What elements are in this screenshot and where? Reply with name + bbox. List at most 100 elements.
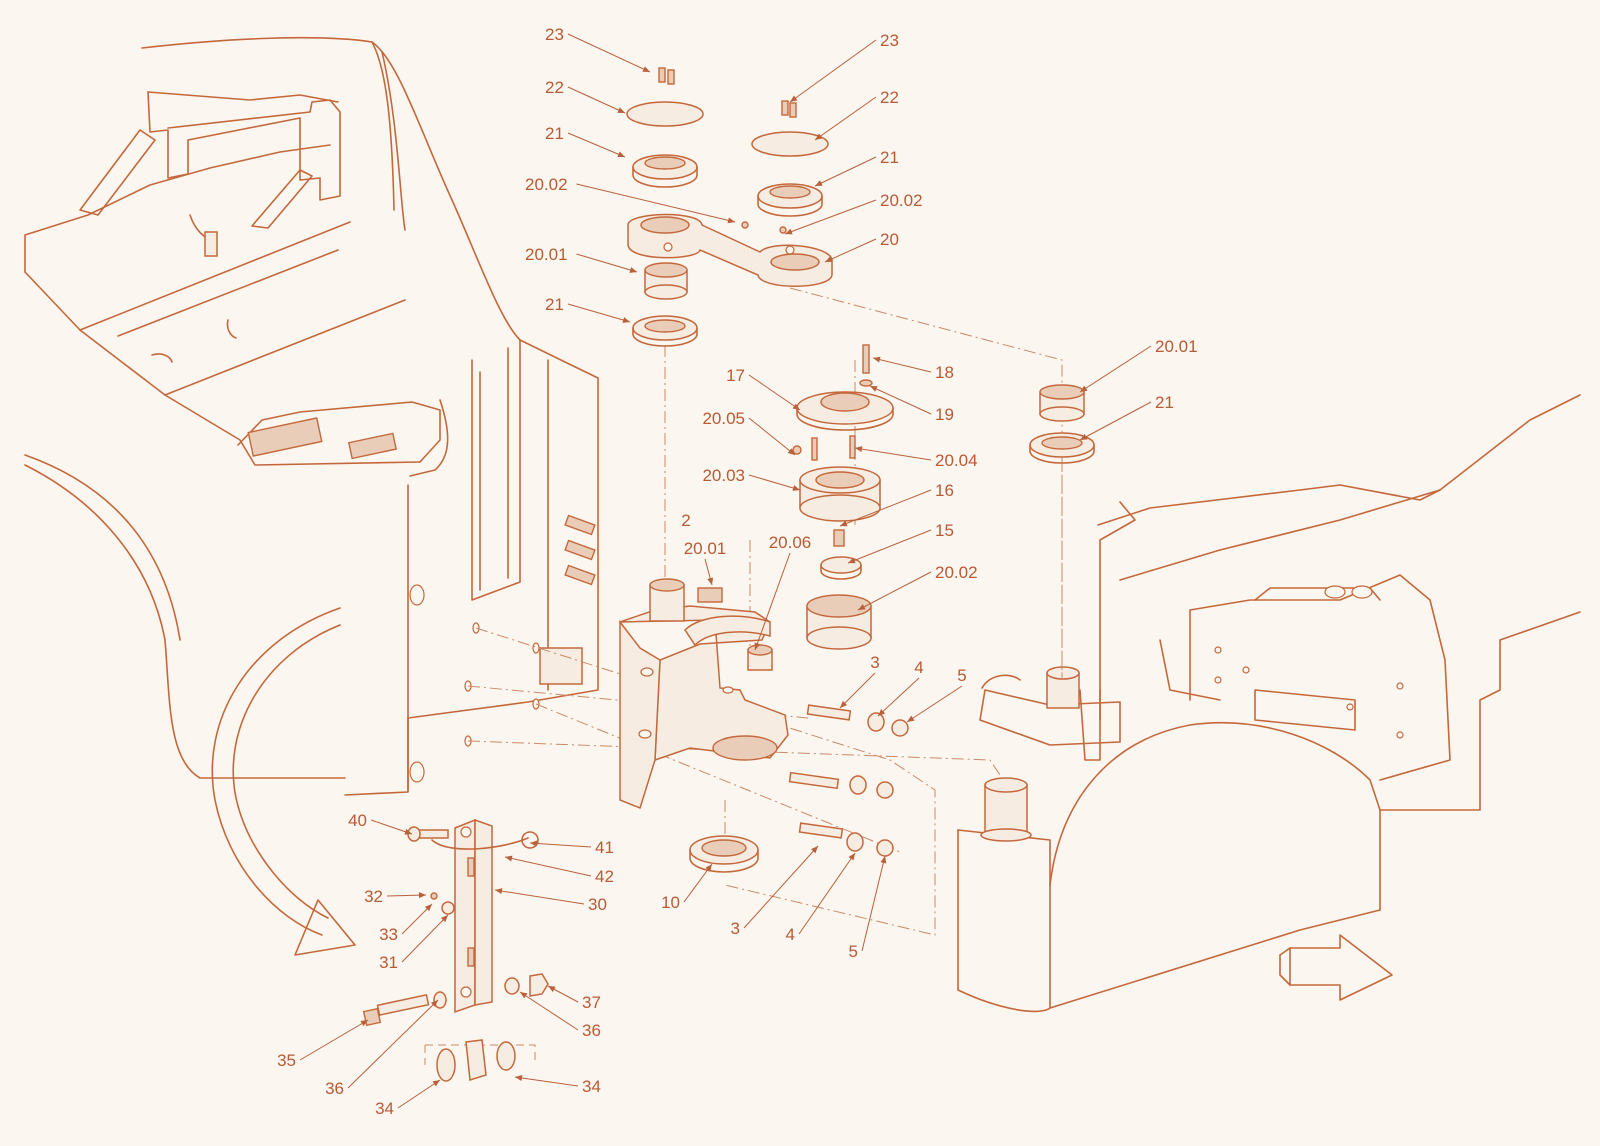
callout-arrowhead — [520, 992, 528, 999]
callout-leader — [529, 842, 592, 848]
callout-leader — [839, 489, 932, 527]
callout-arrowhead — [907, 715, 915, 722]
callout-arrowhead — [505, 855, 513, 862]
callout-label: 20.01 — [1155, 337, 1198, 356]
callout-leader — [906, 685, 963, 723]
callout-arrowhead — [785, 228, 793, 235]
callout-arrowhead — [825, 256, 833, 262]
center-bracket — [619, 578, 789, 809]
callout-leader — [798, 852, 856, 935]
pins-and-washers — [689, 704, 909, 873]
callout-label: 22 — [880, 88, 899, 107]
callout-arrowhead — [840, 520, 848, 527]
callout-arrowhead — [880, 856, 887, 864]
callout-arrowhead — [792, 485, 800, 491]
callout-label: 4 — [786, 925, 795, 944]
callout-leader — [784, 199, 877, 235]
callout-arrowhead — [642, 66, 650, 72]
callout-arrowhead — [878, 709, 886, 716]
callout-leader — [576, 253, 638, 273]
callout-label: 42 — [595, 867, 614, 886]
callout-arrowhead — [840, 700, 848, 708]
callout-label: 15 — [935, 521, 954, 540]
callout-label: 20 — [880, 230, 899, 249]
callout-label: 34 — [375, 1099, 394, 1118]
callout-leader — [519, 991, 579, 1031]
right-pivot-parts — [1029, 384, 1095, 464]
callout-arrowhead — [855, 446, 863, 453]
callout-arrowhead — [848, 853, 855, 861]
callout-arrowhead — [404, 828, 412, 835]
callout-leader — [754, 552, 791, 651]
callout-label: 21 — [545, 124, 564, 143]
callout-arrowhead — [792, 403, 800, 410]
callout-label: 35 — [277, 1051, 296, 1070]
callout-leader — [567, 132, 626, 158]
callout-label: 20.06 — [769, 533, 812, 552]
callout-leader — [370, 819, 413, 835]
callout-leader — [748, 374, 801, 411]
swing-arm-assembly — [626, 67, 833, 347]
callout-leader — [857, 571, 932, 611]
callout-label: 37 — [582, 993, 601, 1012]
callout-leader — [567, 303, 631, 323]
callout-arrowhead — [790, 95, 798, 102]
callout-arrowhead — [705, 864, 712, 872]
right-frame — [957, 394, 1581, 1013]
callout-label: 31 — [379, 953, 398, 972]
left-frame — [24, 36, 599, 956]
callout-arrowhead — [873, 356, 881, 363]
callout-label: 36 — [582, 1021, 601, 1040]
callout-label: 22 — [545, 78, 564, 97]
callout-label: 20.03 — [702, 466, 745, 485]
callout-label: 20.04 — [935, 451, 978, 470]
callout-leader — [824, 238, 877, 263]
callout-arrowhead — [440, 915, 448, 923]
callout-label: 16 — [935, 481, 954, 500]
callout-arrowhead — [424, 904, 432, 912]
callout-arrowhead — [858, 604, 866, 610]
callout-arrowhead — [815, 133, 823, 140]
callout-arrowhead — [530, 840, 538, 847]
callout-leader — [743, 845, 819, 929]
callout-arrowhead — [430, 1000, 438, 1008]
callout-arrowhead — [707, 577, 714, 585]
callout-leader — [397, 1079, 441, 1109]
callout-label: 10 — [661, 893, 680, 912]
callout-leader — [567, 86, 626, 114]
callout-label: 34 — [582, 1077, 601, 1096]
callout-leader — [861, 855, 886, 952]
callout-label: 20.02 — [935, 563, 978, 582]
callout-leader — [494, 889, 585, 905]
center-stack — [792, 344, 894, 650]
callout-label: 5 — [957, 666, 966, 685]
callout-label: 30 — [588, 895, 607, 914]
callout-arrowhead — [787, 448, 795, 455]
callout-arrowhead — [515, 1075, 523, 1081]
callout-leader — [814, 96, 877, 141]
callout-leader — [401, 903, 433, 935]
callout-label: 20.01 — [525, 245, 568, 264]
callout-arrowhead — [870, 386, 878, 392]
callout-leader — [683, 863, 713, 903]
callout-leader — [347, 999, 439, 1089]
callout-arrowhead — [548, 986, 556, 992]
callout-arrowhead — [617, 107, 625, 113]
callout-arrowhead — [622, 317, 630, 323]
callout-label: 3 — [731, 919, 740, 938]
callout-label: 21 — [880, 148, 899, 167]
callout-arrowhead — [617, 151, 625, 158]
callout-leader — [1079, 345, 1152, 393]
callout-leader — [854, 447, 932, 461]
callout-label: 32 — [364, 887, 383, 906]
callout-label: 36 — [325, 1079, 344, 1098]
callout-label: 23 — [880, 31, 899, 50]
callout-label: 17 — [726, 366, 745, 385]
callout-leader — [567, 33, 651, 73]
callout-leader — [877, 677, 920, 717]
callout-arrowhead — [629, 267, 637, 273]
callout-leader — [504, 856, 592, 877]
callout-arrowhead — [815, 180, 823, 186]
